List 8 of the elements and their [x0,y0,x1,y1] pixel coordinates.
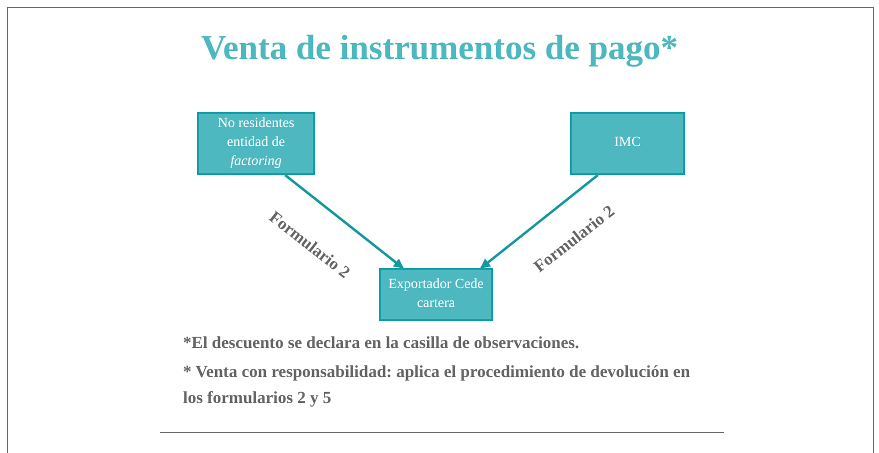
arrow [480,174,599,269]
footnote: *El descuento se declara en la casilla de observaciones. [183,332,580,354]
arrow [284,174,404,269]
footnote: * Venta con responsabilidad: aplica el procedimiento de devolución en los formularios 2 y 5 [183,361,692,409]
title: Venta de instrumentos de pago* [200,28,680,68]
process-box: IMC [570,112,685,175]
process-box: No residentes entidad de factoring [197,112,315,175]
process-box: Exportador Cede cartera [379,268,493,321]
